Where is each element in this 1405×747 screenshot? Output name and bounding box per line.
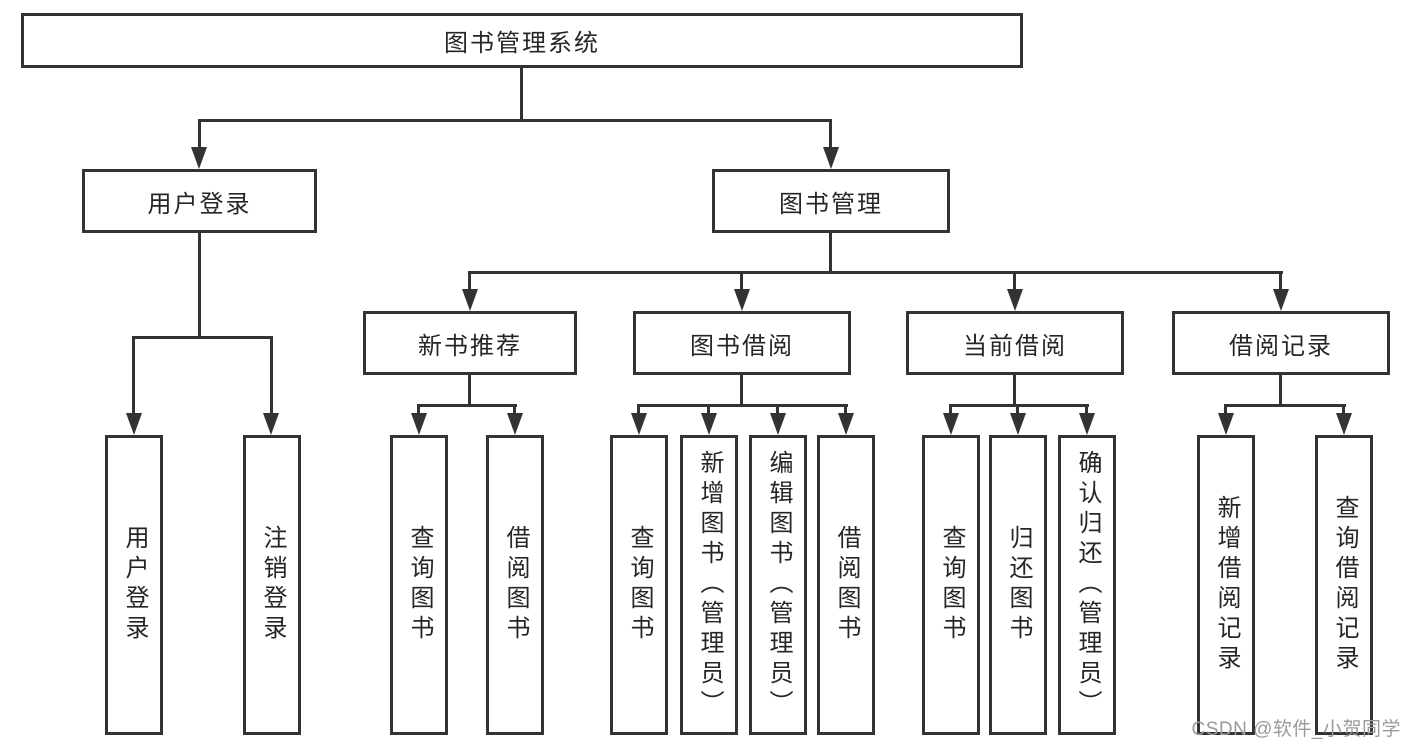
connector-user-login-stem: [198, 233, 201, 339]
node-user-login-label: 用户登录: [147, 190, 252, 218]
connector-book-borrow-stem: [740, 375, 743, 407]
leaf-recommend-query-books: 查询图书: [390, 435, 448, 735]
leaf-recommend-borrow-books-label: 借阅图书: [502, 525, 529, 645]
csdn-watermark: CSDN @软件_小贺同学: [1191, 719, 1401, 740]
connector-drop-book-management: [829, 119, 832, 150]
leaf-add-books-admin: 新增图书（管理员）: [680, 435, 738, 735]
leaf-edit-books-admin: 编辑图书（管理员）: [749, 435, 807, 735]
arrow-down-icon: [1079, 413, 1095, 435]
connector-drop-book-borrow: [740, 271, 743, 293]
arrow-down-icon: [1336, 413, 1352, 435]
connector-drop-user-login: [198, 119, 201, 150]
leaf-user-login: 用户登录: [105, 435, 163, 735]
leaf-recommend-borrow-books: 借阅图书: [486, 435, 544, 735]
connector-drop: [513, 404, 516, 416]
node-new-book-recommend: 新书推荐: [363, 311, 577, 375]
leaf-add-borrow-record-label: 新增借阅记录: [1213, 495, 1240, 675]
node-current-borrow-label: 当前借阅: [963, 332, 1067, 360]
leaf-current-query-books: 查询图书: [922, 435, 980, 735]
leaf-borrow-query-books-label: 查询图书: [626, 525, 653, 645]
connector-drop: [707, 404, 710, 416]
arrow-down-icon: [943, 413, 959, 435]
arrow-down-icon: [838, 413, 854, 435]
connector-current-borrow-stem: [1013, 375, 1016, 407]
arrow-down-icon: [411, 413, 427, 435]
node-book-management-label: 图书管理: [779, 190, 883, 218]
connector-root-stem: [520, 68, 523, 121]
leaf-user-login-label: 用户登录: [121, 525, 148, 645]
leaf-query-borrow-record: 查询借阅记录: [1315, 435, 1373, 735]
node-root-label: 图书管理系统: [444, 30, 600, 57]
arrow-down-icon: [1010, 413, 1026, 435]
arrow-down-icon: [263, 413, 279, 435]
leaf-logout-label: 注销登录: [259, 525, 286, 645]
arrow-down-icon: [1007, 289, 1023, 311]
connector-new-book-stem: [468, 375, 471, 407]
connector-drop: [949, 404, 952, 416]
leaf-add-borrow-record: 新增借阅记录: [1197, 435, 1255, 735]
node-new-book-recommend-label: 新书推荐: [418, 332, 522, 360]
connector-drop: [1085, 404, 1088, 416]
leaf-return-books-label: 归还图书: [1005, 525, 1032, 645]
leaf-confirm-return-admin-label: 确认归还（管理员）: [1074, 450, 1101, 720]
leaf-borrow-query-books: 查询图书: [610, 435, 668, 735]
node-book-borrow-label: 图书借阅: [690, 332, 794, 360]
connector-new-book-rail: [417, 404, 517, 407]
connector-book-management-stem: [829, 233, 832, 274]
connector-borrow-records-rail: [1224, 404, 1346, 407]
connector-drop: [1224, 404, 1227, 416]
node-borrow-records-label: 借阅记录: [1229, 332, 1333, 360]
node-user-login: 用户登录: [82, 169, 317, 233]
connector-drop: [637, 404, 640, 416]
connector-drop: [844, 404, 847, 416]
leaf-borrow-books: 借阅图书: [817, 435, 875, 735]
connector-current-borrow-rail: [949, 404, 1089, 407]
arrow-down-icon: [191, 147, 207, 169]
arrow-down-icon: [1273, 289, 1289, 311]
node-book-management: 图书管理: [712, 169, 950, 233]
arrow-down-icon: [507, 413, 523, 435]
connector-borrow-records-stem: [1279, 375, 1282, 407]
arrow-down-icon: [126, 413, 142, 435]
leaf-recommend-query-books-label: 查询图书: [406, 525, 433, 645]
connector-drop: [1016, 404, 1019, 416]
arrow-down-icon: [770, 413, 786, 435]
connector-drop-new-book-recommend: [468, 271, 471, 293]
connector-user-login-rail: [132, 336, 273, 339]
connector-drop-current-borrow: [1013, 271, 1016, 293]
arrow-down-icon: [1218, 413, 1234, 435]
connector-drop-borrow-records: [1279, 271, 1282, 293]
leaf-confirm-return-admin: 确认归还（管理员）: [1058, 435, 1116, 735]
arrow-down-icon: [701, 413, 717, 435]
leaf-logout: 注销登录: [243, 435, 301, 735]
arrow-down-icon: [823, 147, 839, 169]
leaf-return-books: 归还图书: [989, 435, 1047, 735]
node-current-borrow: 当前借阅: [906, 311, 1124, 375]
node-root: 图书管理系统: [21, 13, 1023, 68]
connector-book-management-rail: [468, 271, 1283, 274]
connector-root-rail: [198, 119, 832, 122]
connector-drop-leaf-user-login: [132, 336, 135, 416]
arrow-down-icon: [631, 413, 647, 435]
arrow-down-icon: [734, 289, 750, 311]
leaf-borrow-books-label: 借阅图书: [833, 525, 860, 645]
leaf-edit-books-admin-label: 编辑图书（管理员）: [765, 450, 792, 720]
connector-drop-leaf-logout: [270, 336, 273, 416]
arrow-down-icon: [462, 289, 478, 311]
connector-drop: [1342, 404, 1345, 416]
leaf-add-books-admin-label: 新增图书（管理员）: [696, 450, 723, 720]
connector-book-borrow-rail: [637, 404, 848, 407]
leaf-query-borrow-record-label: 查询借阅记录: [1331, 495, 1358, 675]
leaf-current-query-books-label: 查询图书: [938, 525, 965, 645]
node-book-borrow: 图书借阅: [633, 311, 851, 375]
node-borrow-records: 借阅记录: [1172, 311, 1390, 375]
connector-drop: [417, 404, 420, 416]
connector-drop: [776, 404, 779, 416]
